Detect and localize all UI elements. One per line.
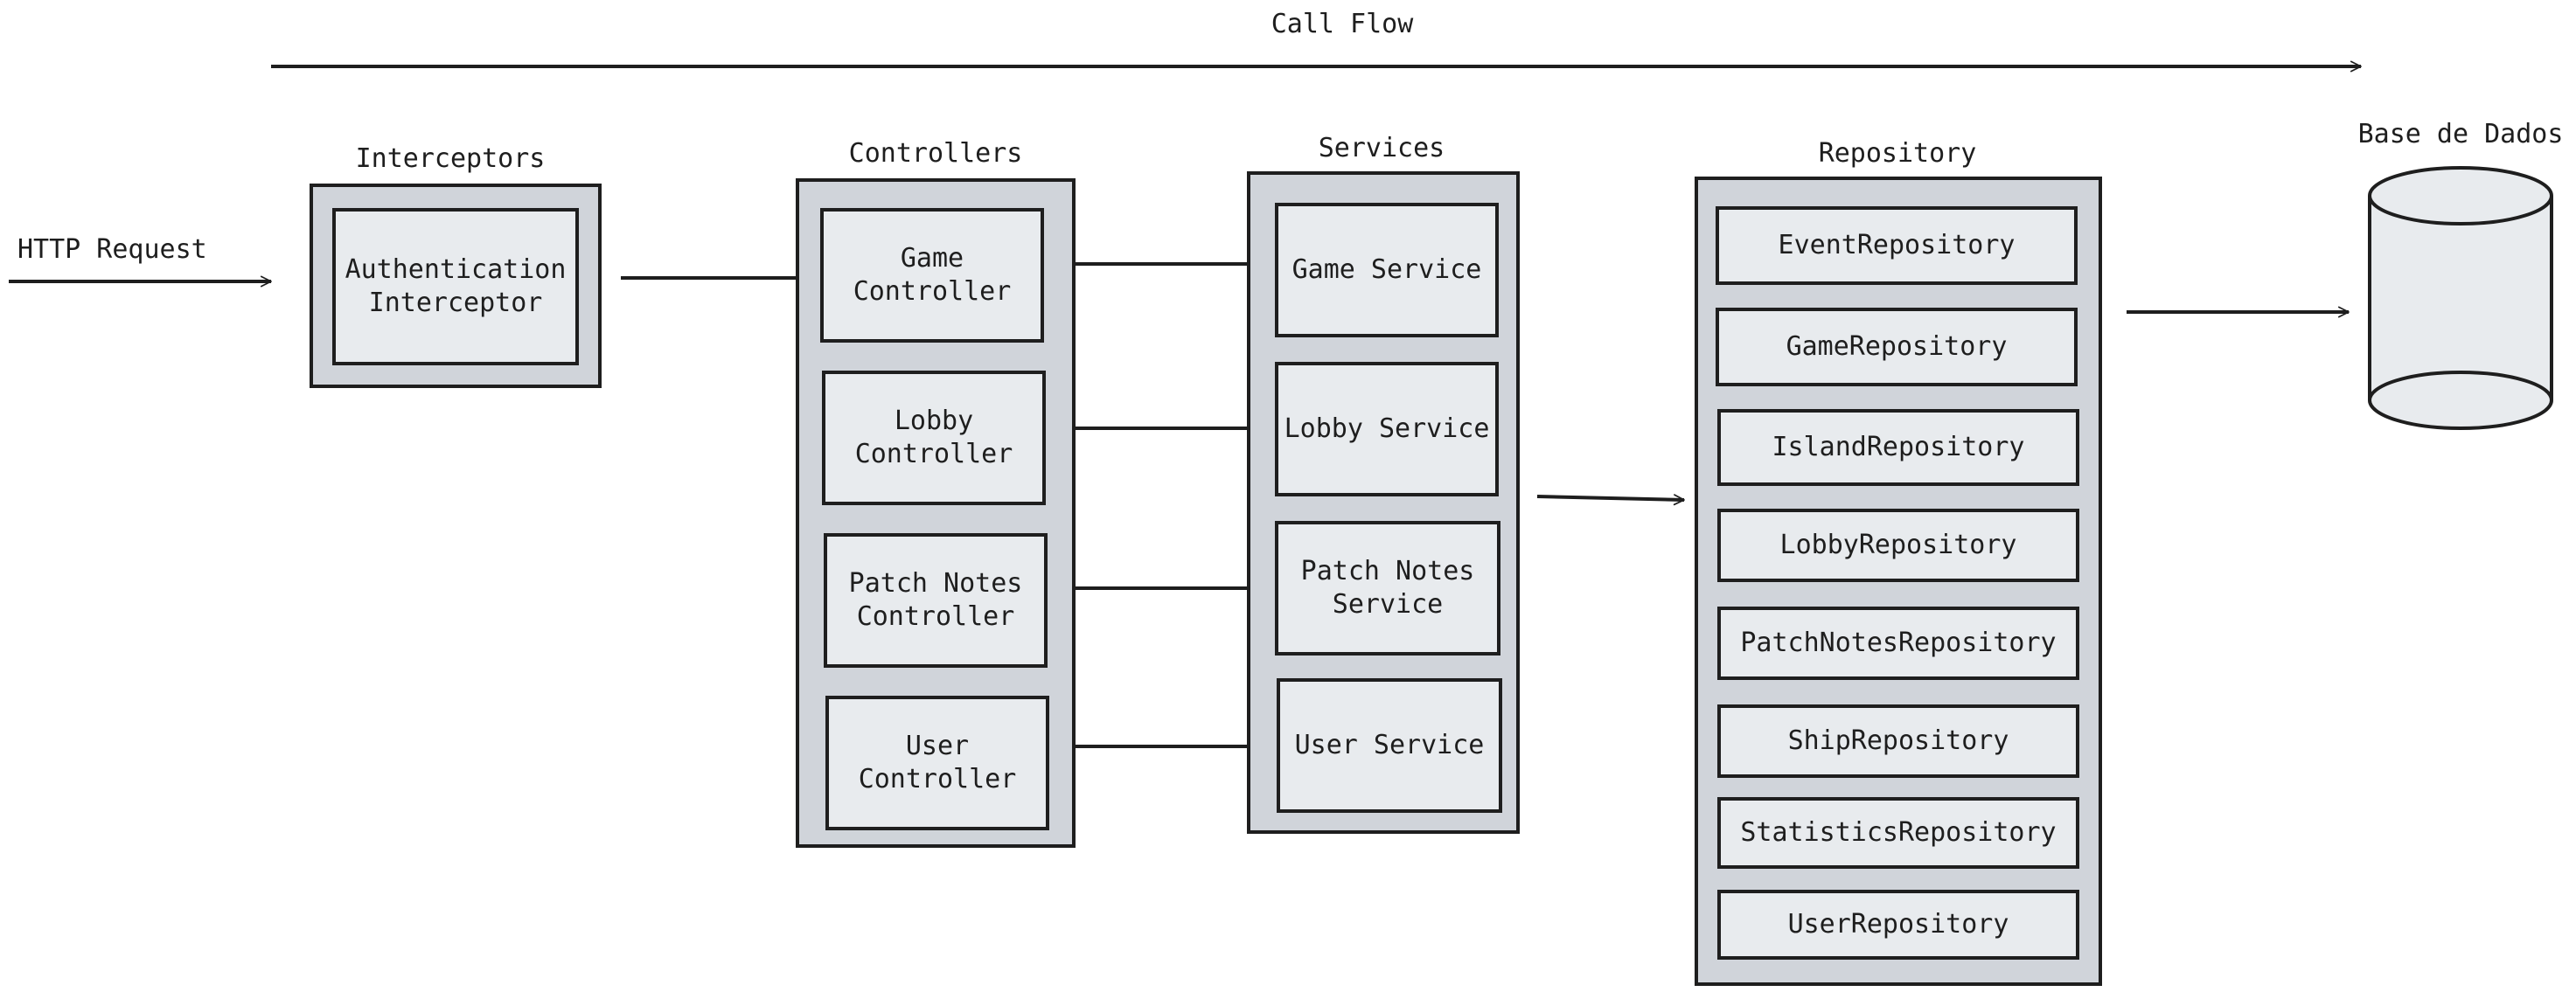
ship-repository-box: ShipRepository [1717, 704, 2079, 778]
patch-notes-controller-box: Patch Notes Controller [824, 533, 1048, 668]
event-repository-box: EventRepository [1716, 206, 2078, 285]
lobby-repository-box: LobbyRepository [1717, 509, 2079, 582]
controllers-group: Game Controller Lobby Controller Patch N… [796, 178, 1076, 848]
database-label: Base de Dados [2357, 119, 2564, 149]
game-controller-box: Game Controller [820, 208, 1044, 343]
user-repository-box: UserRepository [1717, 890, 2079, 960]
repository-label: Repository [1818, 138, 1977, 169]
island-repository-box: IslandRepository [1717, 409, 2079, 486]
services-to-repository-arrow [1536, 494, 1685, 506]
interceptors-group: Authentication Interceptor [310, 184, 602, 388]
interceptors-label: Interceptors [355, 143, 546, 174]
user-service-box: User Service [1277, 678, 1502, 813]
database-cylinder-icon [2368, 166, 2553, 430]
lobby-controller-box: Lobby Controller [822, 371, 1046, 505]
statistics-repository-box: StatisticsRepository [1717, 797, 2079, 869]
services-group: Game Service Lobby Service Patch Notes S… [1247, 171, 1520, 834]
call-flow-title: Call Flow [1271, 9, 1414, 39]
game-service-box: Game Service [1275, 203, 1499, 337]
patch-notes-repository-box: PatchNotesRepository [1717, 607, 2079, 680]
user-controller-box: User Controller [825, 696, 1049, 830]
http-request-label: HTTP Request [17, 234, 207, 265]
authentication-interceptor-box: Authentication Interceptor [332, 208, 579, 365]
controllers-label: Controllers [848, 138, 1023, 169]
patch-notes-service-box: Patch Notes Service [1275, 521, 1500, 656]
repository-group: EventRepository GameRepository IslandRep… [1695, 177, 2102, 986]
lobby-service-box: Lobby Service [1275, 362, 1499, 496]
services-label: Services [1318, 133, 1445, 163]
game-repository-box: GameRepository [1716, 308, 2078, 386]
